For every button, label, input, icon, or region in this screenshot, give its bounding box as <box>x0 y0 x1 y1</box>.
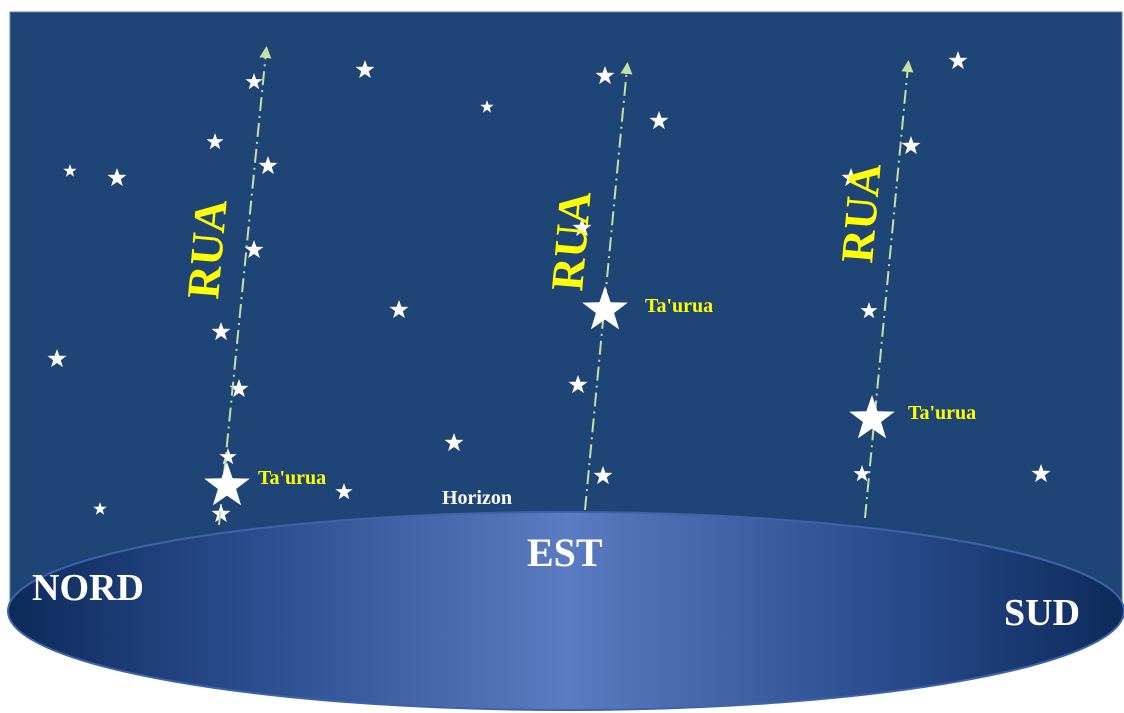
star-icon <box>444 433 464 452</box>
taurua-label-right: Ta'urua <box>908 402 976 424</box>
star-icon <box>219 448 237 465</box>
taurua-star-icon <box>582 286 628 330</box>
star-icon <box>107 168 127 187</box>
star-icon <box>355 60 375 79</box>
star-icon <box>901 136 921 155</box>
star-icon <box>572 218 592 237</box>
star-icon <box>568 375 588 394</box>
path-line-left <box>218 46 272 526</box>
star-icon <box>229 379 249 398</box>
star-icon <box>93 502 107 515</box>
horizon-label: Horizon <box>442 487 512 509</box>
star-icon <box>47 349 67 368</box>
star-icon <box>853 465 871 482</box>
star-icon <box>335 483 353 500</box>
star-icon <box>206 133 224 150</box>
star-icon <box>948 51 968 70</box>
star-icon <box>480 100 494 113</box>
path-line-right <box>864 60 914 519</box>
taurua-label-left: Ta'urua <box>258 467 326 489</box>
star-icon <box>841 168 861 187</box>
star-icon <box>258 156 278 175</box>
star-icon <box>211 322 231 341</box>
star-icon <box>860 302 878 319</box>
taurua-label-middle: Ta'urua <box>645 295 713 317</box>
taurua-star-icon <box>849 395 895 439</box>
cardinal-north-label: NORD <box>32 567 144 609</box>
horizon-ground <box>7 511 1124 711</box>
star-icon <box>244 240 264 259</box>
rua-label-right: RUA <box>831 161 890 265</box>
star-icon <box>649 111 669 130</box>
taurua-star-icon <box>204 462 250 506</box>
rua-label-middle: RUA <box>541 189 600 293</box>
star-icon <box>593 466 613 485</box>
cardinal-east-label: EST <box>527 530 603 575</box>
star-icon <box>63 164 77 177</box>
cardinal-south-label: SUD <box>1004 592 1080 634</box>
star-icon <box>245 73 263 90</box>
star-icon <box>1031 464 1051 483</box>
rua-label-left: RUA <box>177 197 236 301</box>
taurua-stars <box>204 286 895 506</box>
star-icon <box>389 300 409 319</box>
star-icon <box>595 66 615 85</box>
